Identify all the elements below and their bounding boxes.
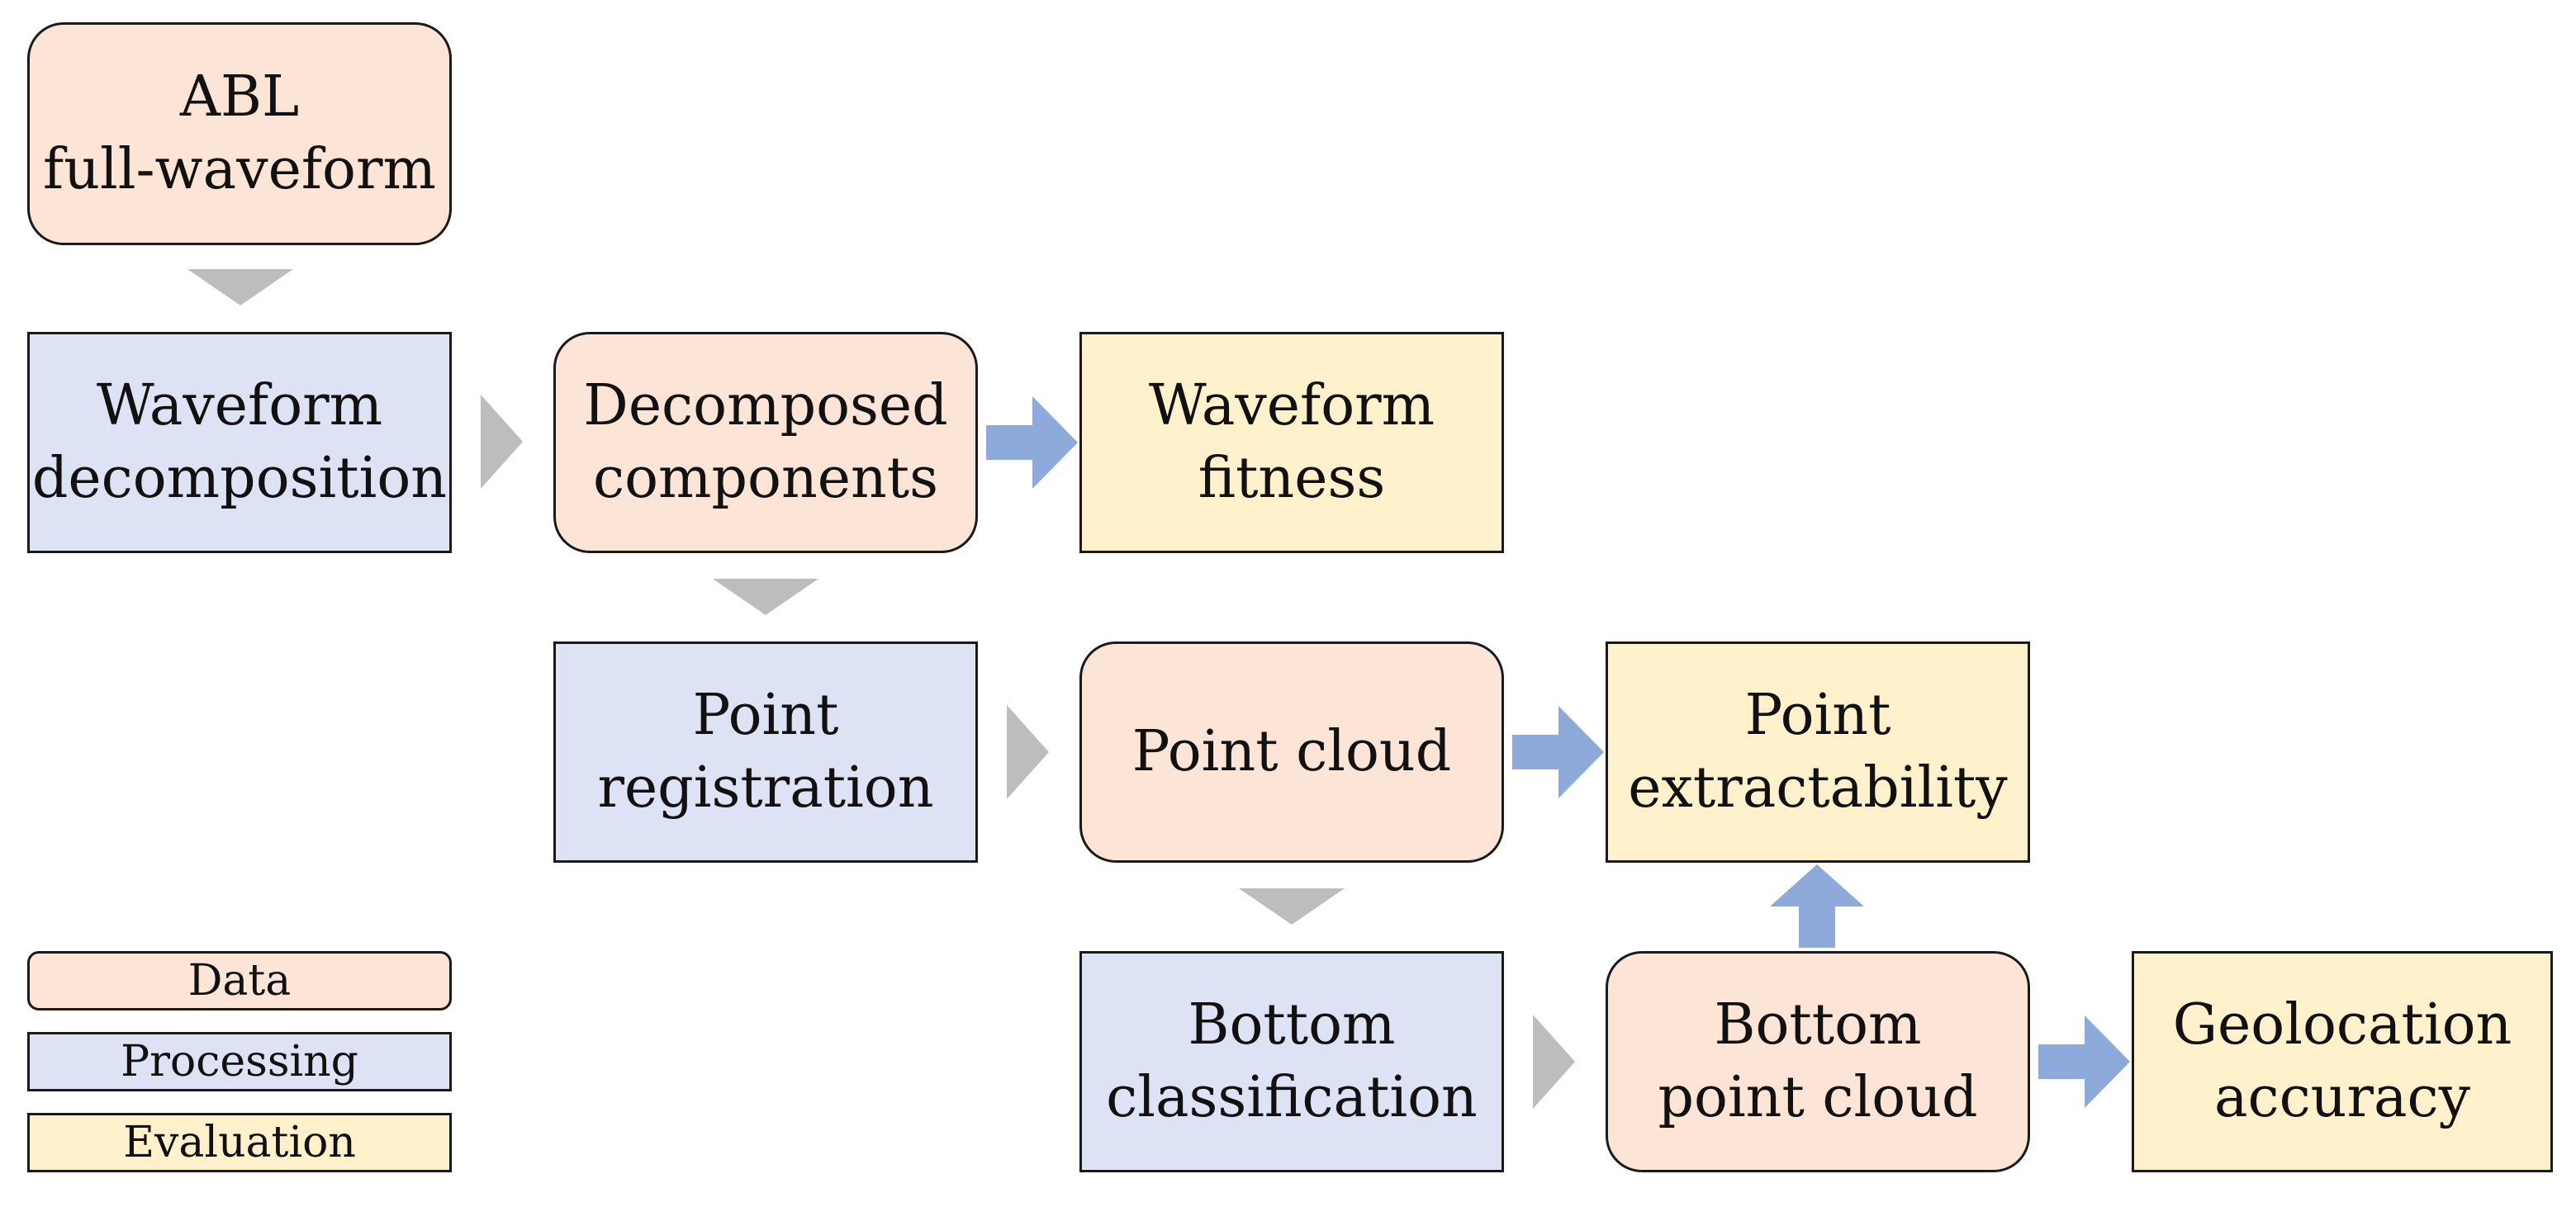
node-waveform-fitness: Waveform fitness [1079, 332, 1504, 553]
node-label-line: ABL [179, 64, 300, 130]
node-label-line: classification [1106, 1065, 1478, 1130]
node-waveform-decomposition: Waveform decomposition [27, 332, 452, 553]
node-label-line: components [592, 446, 939, 511]
node-decomposed-components: Decomposed components [553, 332, 978, 553]
node-label-line: point cloud [1658, 1065, 1978, 1130]
node-label-line: Bottom [1714, 992, 1922, 1058]
node-label-line: Point [692, 683, 839, 748]
node-label-line: Waveform [96, 373, 383, 438]
node-label-line: decomposition [31, 446, 448, 511]
node-label-line: Waveform [1148, 373, 1435, 438]
edge-bottomcloud-to-geolocation-arrow [2038, 1015, 2130, 1108]
edge-pointcloud-to-extractability-arrow [1512, 706, 1604, 798]
edge-classification-to-bottomcloud-arrow [1533, 1015, 1575, 1109]
node-point-cloud: Point cloud [1079, 641, 1504, 863]
node-label-line: Point cloud [1131, 719, 1452, 784]
node-label-line: full-waveform [43, 137, 436, 202]
node-bottom-classification: Bottom classification [1079, 951, 1504, 1172]
node-point-registration: Point registration [553, 641, 978, 863]
edge-decomposition-to-components-arrow [481, 395, 523, 489]
legend-data: Data [27, 951, 452, 1011]
edge-registration-to-pointcloud-arrow [1007, 705, 1049, 799]
legend-processing: Processing [27, 1032, 452, 1091]
node-label-line: fitness [1198, 446, 1386, 511]
node-label-line: Geolocation [2172, 992, 2512, 1058]
node-geolocation-accuracy: Geolocation accuracy [2132, 951, 2553, 1172]
legend-evaluation: Evaluation [27, 1113, 452, 1172]
node-label-line: Decomposed [583, 373, 948, 438]
node-bottom-point-cloud: Bottom point cloud [1606, 951, 2030, 1172]
edge-bottomcloud-to-extractability-arrow [1770, 864, 1864, 948]
edge-abl-to-decomposition-arrow [187, 269, 293, 305]
edge-components-to-fitness-arrow [986, 396, 1078, 489]
edge-pointcloud-to-classification-arrow [1239, 888, 1345, 925]
node-label-line: accuracy [2213, 1065, 2471, 1130]
node-abl-full-waveform: ABL full-waveform [27, 22, 452, 245]
node-point-extractability: Point extractability [1606, 641, 2030, 863]
node-label-line: extractability [1628, 755, 2008, 821]
edge-components-to-registration-arrow [713, 579, 818, 615]
node-label-line: Bottom [1188, 992, 1396, 1058]
node-label-line: Point [1744, 683, 1891, 748]
node-label-line: registration [597, 755, 934, 821]
